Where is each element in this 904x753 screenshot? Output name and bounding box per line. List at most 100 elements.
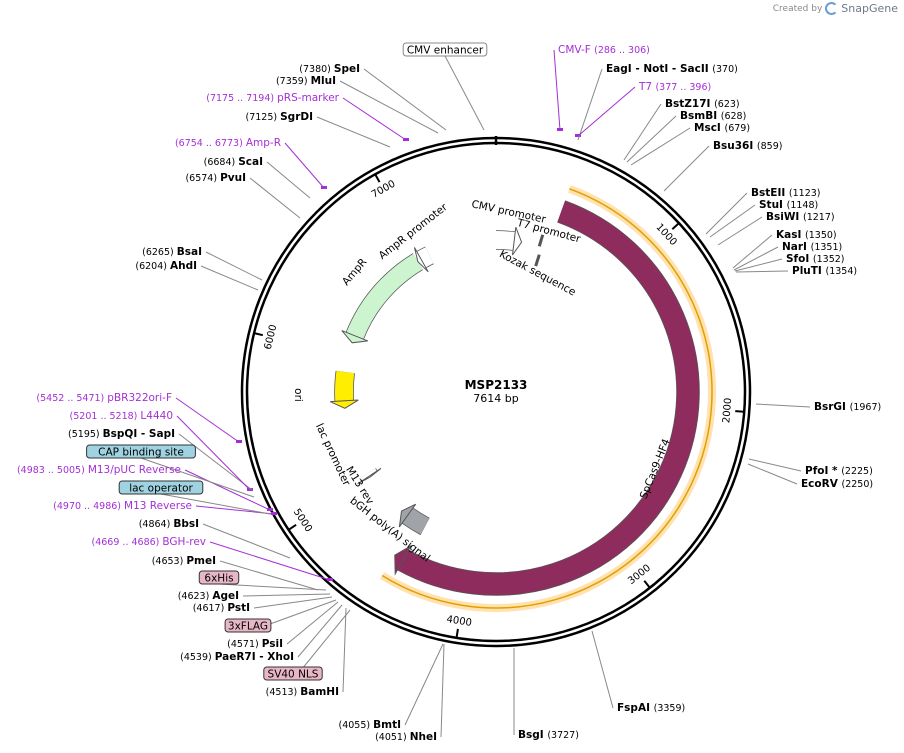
site-name: StuI: [759, 199, 787, 211]
primer-name: Amp-R: [246, 137, 281, 149]
primer-position: (286 .. 306): [594, 45, 650, 56]
site-name: AgeI: [212, 590, 239, 602]
plasmid-size: 7614 bp: [473, 392, 518, 405]
site-leader: [732, 234, 773, 269]
site-position: (1352): [813, 254, 845, 265]
site-position: (4513): [266, 687, 301, 698]
feature-arrowhead: [511, 227, 523, 256]
restriction-site: (4055) BmtI: [339, 719, 401, 731]
site-leader: [733, 246, 779, 271]
restriction-site: MscI (679): [694, 122, 750, 134]
tick-label: 4000: [446, 614, 473, 629]
feature-arrowhead: [413, 247, 429, 273]
site-position: (7125): [246, 112, 281, 123]
primer-leader: [209, 541, 331, 581]
site-position: (628): [721, 111, 747, 122]
site-position: (370): [712, 64, 738, 75]
site-name: BsaI: [177, 246, 202, 258]
features-layer: [236, 128, 716, 612]
primer-position: (4970 .. 4986): [53, 501, 124, 512]
site-leader: [735, 270, 789, 273]
primer-position: (5201 .. 5218): [70, 411, 141, 422]
site-position: (3359): [654, 703, 686, 714]
feature-arc-ampr: [346, 253, 423, 340]
site-name: BbsI: [173, 518, 199, 530]
restriction-site: PfoI * (2225): [805, 465, 873, 477]
box-leader: [444, 55, 485, 131]
primer-name: M13 Reverse: [124, 500, 192, 512]
site-name: ScaI: [238, 156, 263, 168]
restriction-site: (4653) PmeI: [152, 555, 216, 567]
restriction-site: (7125) SgrDI: [246, 111, 314, 123]
site-leader: [249, 177, 301, 219]
site-name: PsiI: [262, 638, 283, 650]
primer-position: (377 .. 396): [655, 82, 711, 93]
primer: (5201 .. 5218) L4440: [70, 410, 173, 422]
primer: (6754 .. 6773) Amp-R: [175, 137, 281, 149]
tick-label: 6000: [263, 324, 280, 351]
site-position: (1148): [787, 200, 819, 211]
credit-prefix: Created by: [772, 3, 823, 14]
restriction-site: (4623) AgeI: [178, 590, 239, 602]
site-name: BspQI - SapI: [103, 428, 175, 440]
restriction-site: (6265) BsaI: [142, 246, 202, 258]
box-leader: [140, 457, 255, 498]
primer-position: (4983 .. 5005): [17, 465, 88, 476]
credit-brand: SnapGene: [841, 2, 898, 15]
feature-box: [402, 42, 488, 57]
tick-mark: [374, 173, 381, 183]
restriction-site: BstEII (1123): [751, 187, 821, 199]
site-leader: [202, 523, 291, 559]
primer-position: (5452 .. 5471): [36, 393, 107, 404]
site-leader: [242, 593, 331, 597]
site-leader: [705, 192, 748, 235]
site-leader: [734, 258, 783, 272]
site-position: (4055): [339, 720, 374, 731]
feature-arc-spcas9-hf4: [397, 201, 699, 595]
primer-leader: [184, 469, 271, 511]
leader-lines: [140, 49, 811, 738]
site-name: MscI: [694, 122, 725, 134]
site-name: AhdI: [170, 260, 197, 272]
site-name: SgrDI: [280, 111, 313, 123]
site-name: PmeI: [186, 555, 216, 567]
site-position: (6574): [185, 173, 220, 184]
site-leader: [266, 161, 311, 199]
site-name: FspAI: [617, 702, 654, 714]
primer: (5452 .. 5471) pBR322ori-F: [36, 392, 172, 404]
site-position: (4623): [178, 591, 213, 602]
site-name: NheI: [410, 731, 437, 743]
site-position: (1354): [826, 266, 858, 277]
feature-arrowhead: [398, 503, 417, 528]
feature-box-label: CMV enhancer: [407, 45, 484, 57]
primer-name: CMV-F: [558, 44, 594, 56]
tick-label: 5000: [291, 507, 314, 534]
feature-box-label: SV40 NLS: [268, 669, 319, 681]
restriction-site: SfoI (1352): [786, 253, 845, 265]
site-name: BsiWI: [766, 211, 803, 223]
site-position: (4617): [193, 603, 228, 614]
feature-arrowhead: [341, 330, 368, 344]
site-name: PaeR7I - XhoI: [215, 651, 294, 663]
primer-leader: [553, 49, 561, 131]
site-name: SpeI: [334, 63, 360, 75]
site-position: (6265): [142, 247, 177, 258]
tick-mark: [671, 222, 680, 230]
feature-box-label: lac operator: [129, 483, 193, 495]
site-leader: [200, 265, 259, 291]
site-position: (2250): [841, 479, 873, 490]
site-position: (4864): [139, 519, 174, 530]
site-leader: [755, 403, 811, 408]
tick-label: 2000: [721, 397, 734, 423]
site-position: (4539): [180, 652, 215, 663]
restriction-site: BsrGI (1967): [814, 401, 881, 413]
site-position: (623): [714, 99, 740, 110]
site-name: KasI: [776, 229, 805, 241]
site-position: (1217): [803, 212, 835, 223]
tick-label: 7000: [370, 179, 398, 201]
primer-name: L4440: [140, 410, 173, 422]
restriction-site: Bsu36I (859): [713, 140, 782, 152]
site-leader: [297, 604, 343, 658]
site-position: (5195): [68, 429, 103, 440]
